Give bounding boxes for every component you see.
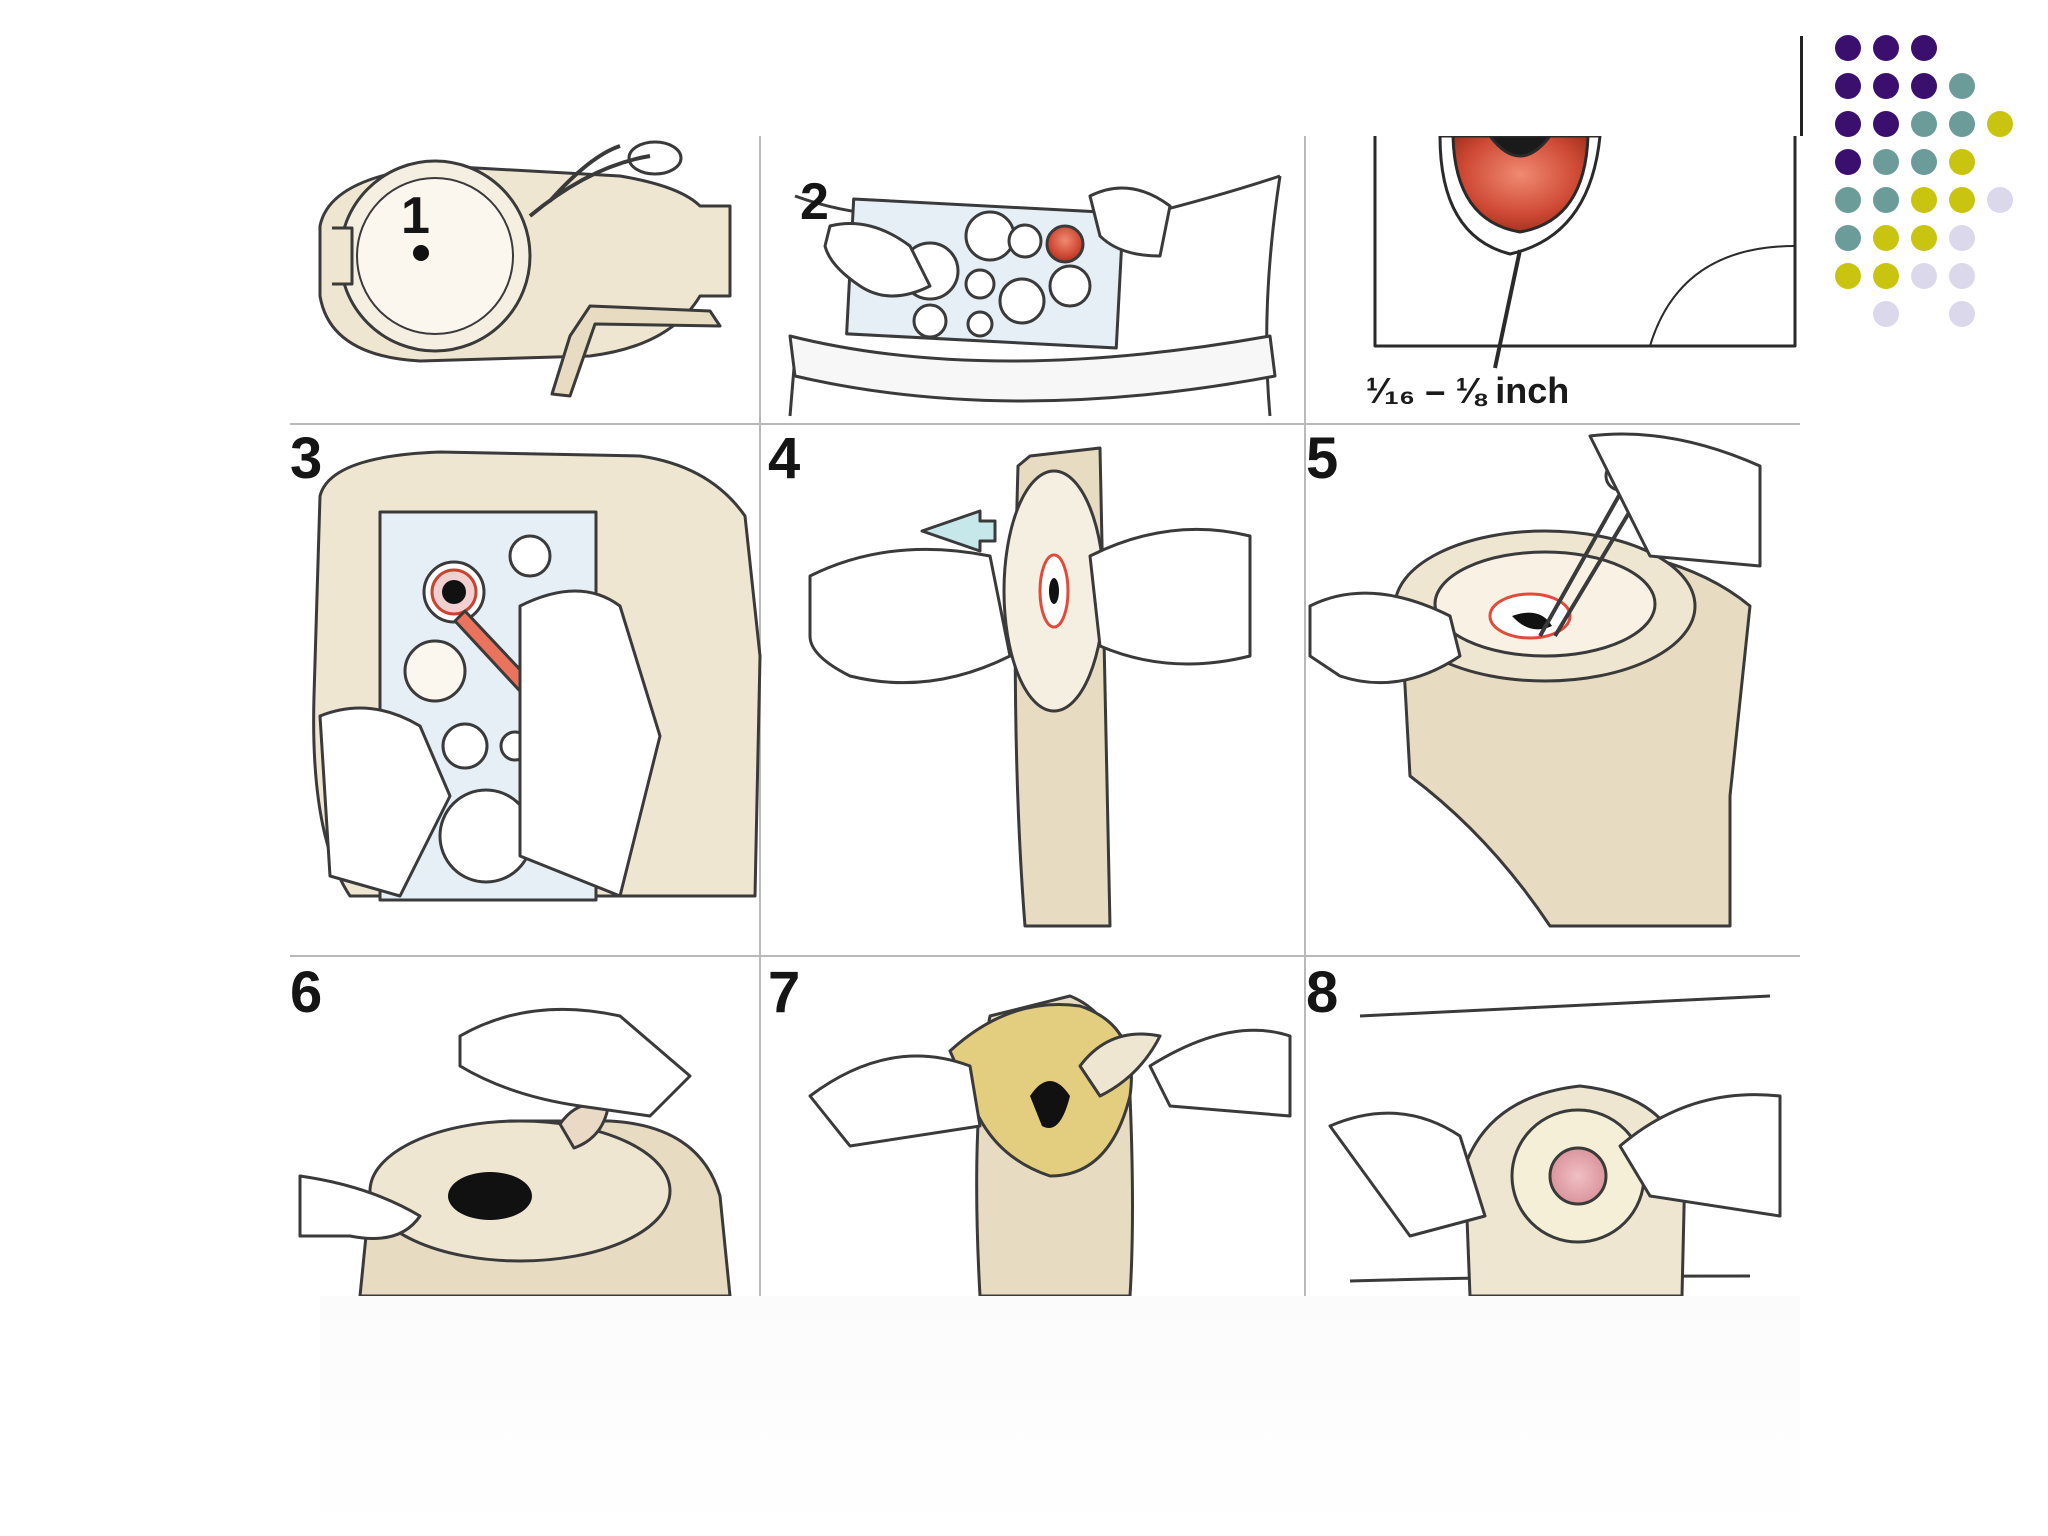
panel-number-1: 1 <box>401 187 430 245</box>
panel-7-art <box>808 994 1292 1296</box>
decorative-dot <box>1949 73 1975 99</box>
bottom-fade <box>320 1296 1800 1536</box>
decorative-dot <box>1835 35 1861 61</box>
decorative-dot <box>1873 225 1899 251</box>
measurement-label: ¹⁄₁₆ – ⅛ inch <box>1366 370 1570 411</box>
panel-number-6: 6 <box>290 960 323 1025</box>
decorative-dot <box>1911 263 1937 289</box>
panel-number-3: 3 <box>290 426 323 491</box>
decorative-dot <box>1949 111 1975 137</box>
decorative-dot <box>1911 111 1937 137</box>
decorative-dot <box>1949 263 1975 289</box>
decorative-dot <box>1835 111 1861 137</box>
decorative-dot <box>1873 263 1899 289</box>
decorative-dot <box>1949 301 1975 327</box>
panel-number-4: 4 <box>768 426 801 491</box>
decorative-dot <box>1987 187 2013 213</box>
decorative-dot <box>1835 225 1861 251</box>
decorative-dot <box>1873 187 1899 213</box>
decorative-dot <box>1987 111 2013 137</box>
decorative-dot <box>1873 301 1899 327</box>
panel-2-art <box>788 174 1282 417</box>
decorative-dot <box>1911 73 1937 99</box>
decorative-dot <box>1835 263 1861 289</box>
panel-3-art <box>312 450 762 902</box>
panel-8-art <box>1328 994 1782 1296</box>
decorative-dot <box>1873 73 1899 99</box>
decorative-dot-grid <box>1835 35 2013 327</box>
panel-number-5: 5 <box>1306 426 1339 491</box>
panel-1-art <box>318 140 732 398</box>
decorative-dot <box>1949 187 1975 213</box>
panel-6-art <box>298 1007 732 1296</box>
decorative-dot <box>1911 35 1937 61</box>
decorative-dot <box>1873 111 1899 137</box>
panel-number-2: 2 <box>800 173 829 231</box>
decorative-dot <box>1835 73 1861 99</box>
decorative-dot <box>1911 149 1937 175</box>
decorative-dot <box>1835 149 1861 175</box>
decorative-dot <box>1873 35 1899 61</box>
title-divider-line <box>1800 36 1803 136</box>
panel-number-8: 8 <box>1306 960 1339 1025</box>
panel-5-art <box>1308 432 1762 928</box>
panel-4-art <box>808 446 1252 928</box>
panel-1-hole-dot <box>413 245 429 261</box>
panel-stoma-closeup-art <box>1373 136 1797 369</box>
decorative-dot <box>1835 187 1861 213</box>
panel-number-7: 7 <box>768 960 801 1025</box>
decorative-dot <box>1911 225 1937 251</box>
decorative-dot <box>1949 149 1975 175</box>
ostomy-steps-illustration <box>290 136 1800 1296</box>
decorative-dot <box>1911 187 1937 213</box>
decorative-dot <box>1873 149 1899 175</box>
decorative-dot <box>1949 225 1975 251</box>
